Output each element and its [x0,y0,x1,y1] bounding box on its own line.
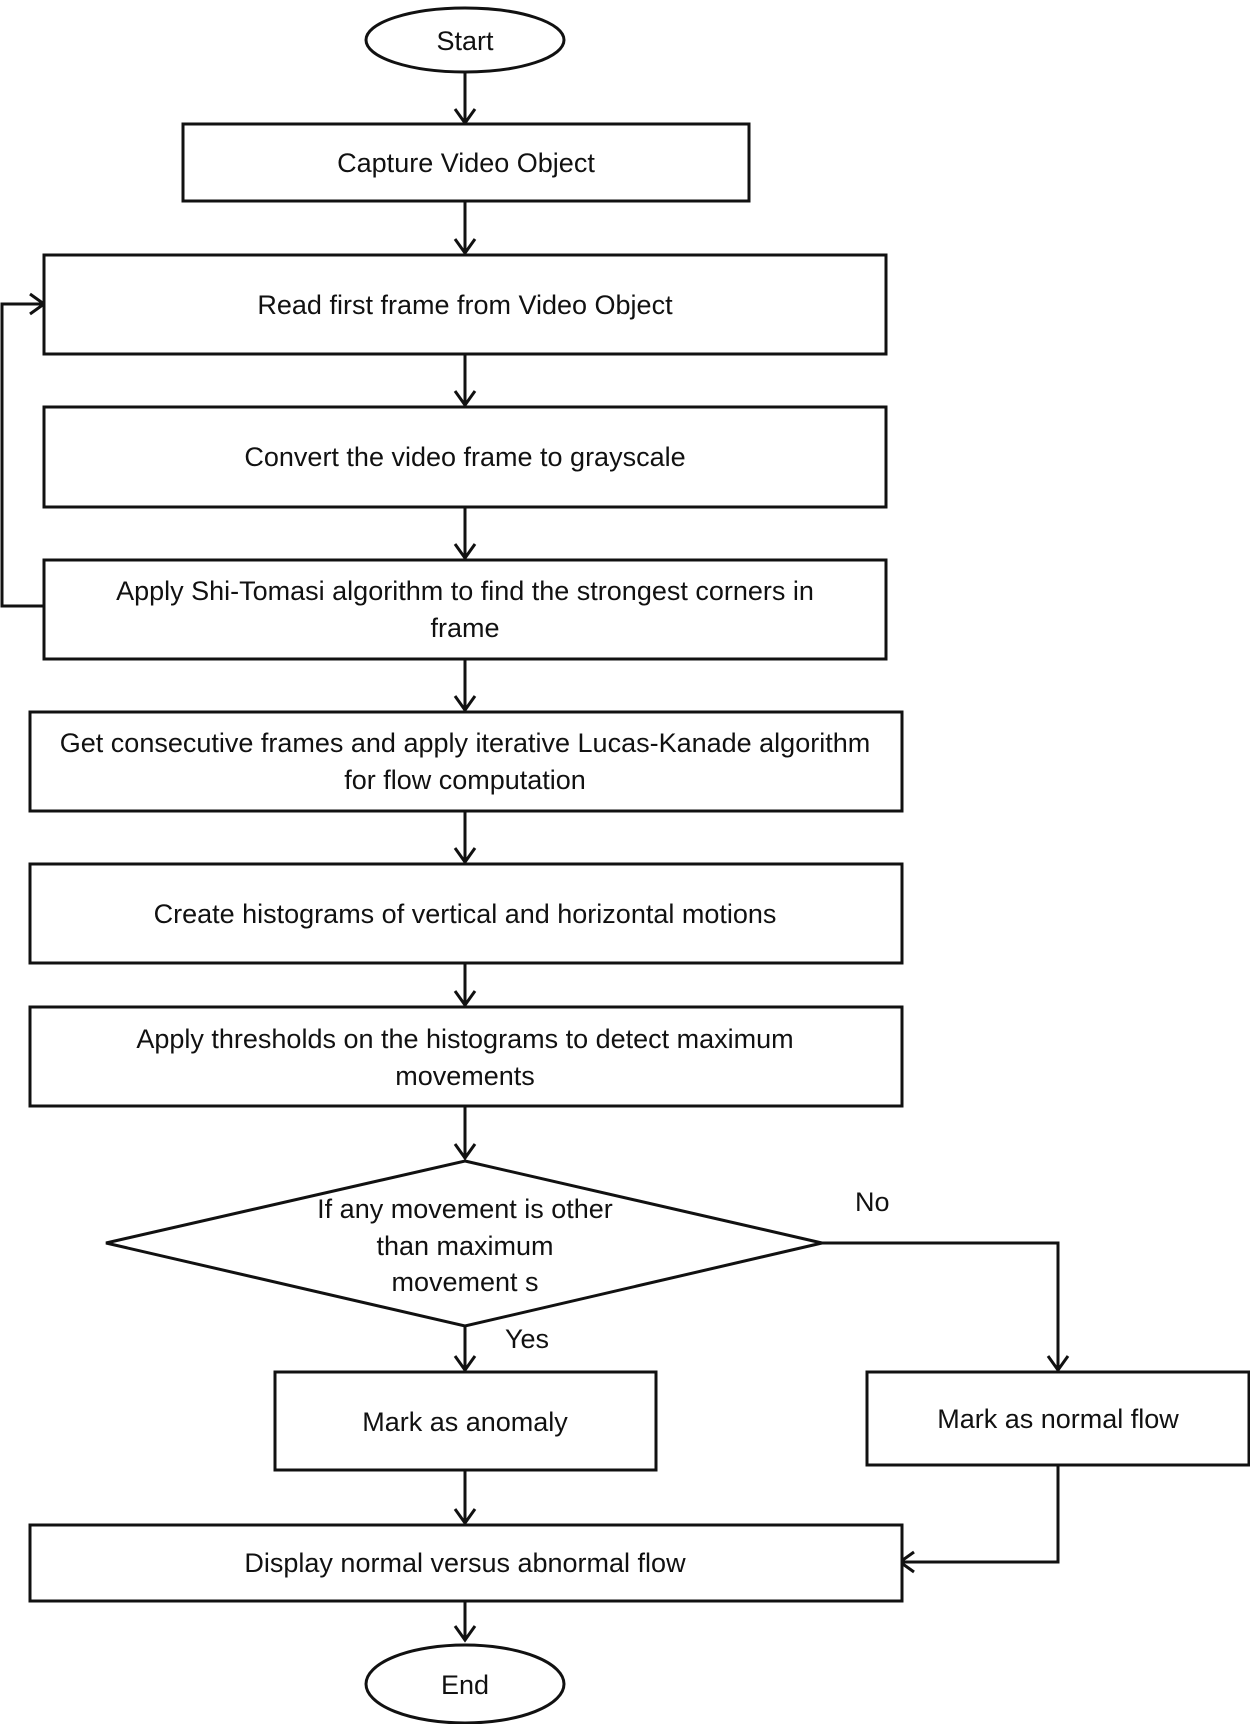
start-ellipse [364,6,566,74]
shi-tomasi-label-line-2: frame [430,613,499,643]
capture-video-object-box [181,122,751,203]
thresholds-label-line-1: Apply thresholds on the histograms to de… [136,1024,793,1054]
decision-label-line-1: If any movement is other [317,1194,613,1224]
end-label: End [441,1670,489,1700]
edge-lucaskanade-histograms-arrowhead [453,847,477,865]
edge-shitomasi-lucaskanade-arrowhead [453,695,477,713]
read-first-frame-box [42,253,888,356]
edge-decision-normal-arrowhead [1046,1355,1070,1373]
mark-anomaly-box [273,1370,658,1472]
shi-tomasi-step: Apply Shi-Tomasi algorithm to find the s… [42,558,888,661]
edge-display-end-arrowhead [453,1625,477,1643]
read-first-frame-step: Read first frame from Video Object [42,253,888,356]
shi-tomasi-box [42,558,888,661]
start-label: Start [436,26,494,56]
shi-tomasi-label-line-1: Apply Shi-Tomasi algorithm to find the s… [116,576,814,606]
decision-label-line-2: than maximum [376,1231,553,1261]
decision-diamond [105,1159,823,1328]
edge-histograms-thresholds-arrowhead [453,990,477,1008]
connectors [0,72,1070,1643]
decision-node: If any movement is other than maximum mo… [105,1159,823,1328]
display-step: Display normal versus abnormal flow [28,1523,904,1603]
decision-yes-label: Yes [505,1324,549,1354]
end-ellipse [364,1643,566,1724]
edge-normal-display [900,1465,1060,1564]
convert-grayscale-label: Convert the video frame to grayscale [244,442,685,472]
decision-no-label: No [855,1187,890,1217]
start-node: Start [364,6,566,74]
edge-convert-shitomasi-arrowhead [453,543,477,561]
histograms-box [28,862,904,965]
display-box [28,1523,904,1603]
thresholds-step: Apply thresholds on the histograms to de… [28,1005,904,1108]
lucas-kanade-box [28,710,904,813]
mark-anomaly-label: Mark as anomaly [362,1407,568,1437]
thresholds-label-line-2: movements [395,1061,535,1091]
convert-grayscale-step: Convert the video frame to grayscale [42,405,888,509]
edge-decision-normal [822,1241,1060,1370]
mark-normal-step: Mark as normal flow [865,1370,1250,1467]
edge-anomaly-display-arrowhead [453,1508,477,1526]
histograms-label: Create histograms of vertical and horizo… [154,899,777,929]
edge-decision-anomaly-arrowhead [453,1355,477,1373]
edge-capture-read-arrowhead [453,238,477,256]
display-label: Display normal versus abnormal flow [244,1548,686,1578]
thresholds-box [28,1005,904,1108]
read-first-frame-label: Read first frame from Video Object [257,290,673,320]
lucas-kanade-label-line-2: for flow computation [344,765,586,795]
edge-loop-back [0,302,44,608]
end-node: End [364,1643,566,1724]
capture-video-object-label: Capture Video Object [337,148,595,178]
edge-read-convert-arrowhead [453,390,477,408]
decision-label-line-3: movement s [391,1267,538,1297]
edge-thresholds-decision-arrowhead [453,1143,477,1161]
lucas-kanade-label-line-1: Get consecutive frames and apply iterati… [60,728,870,758]
mark-anomaly-step: Mark as anomaly [273,1370,658,1472]
mark-normal-box [865,1370,1250,1467]
convert-grayscale-box [42,405,888,509]
capture-video-object-step: Capture Video Object [181,122,751,203]
lucas-kanade-step: Get consecutive frames and apply iterati… [28,710,904,813]
histograms-step: Create histograms of vertical and horizo… [28,862,904,965]
mark-normal-label: Mark as normal flow [937,1404,1179,1434]
